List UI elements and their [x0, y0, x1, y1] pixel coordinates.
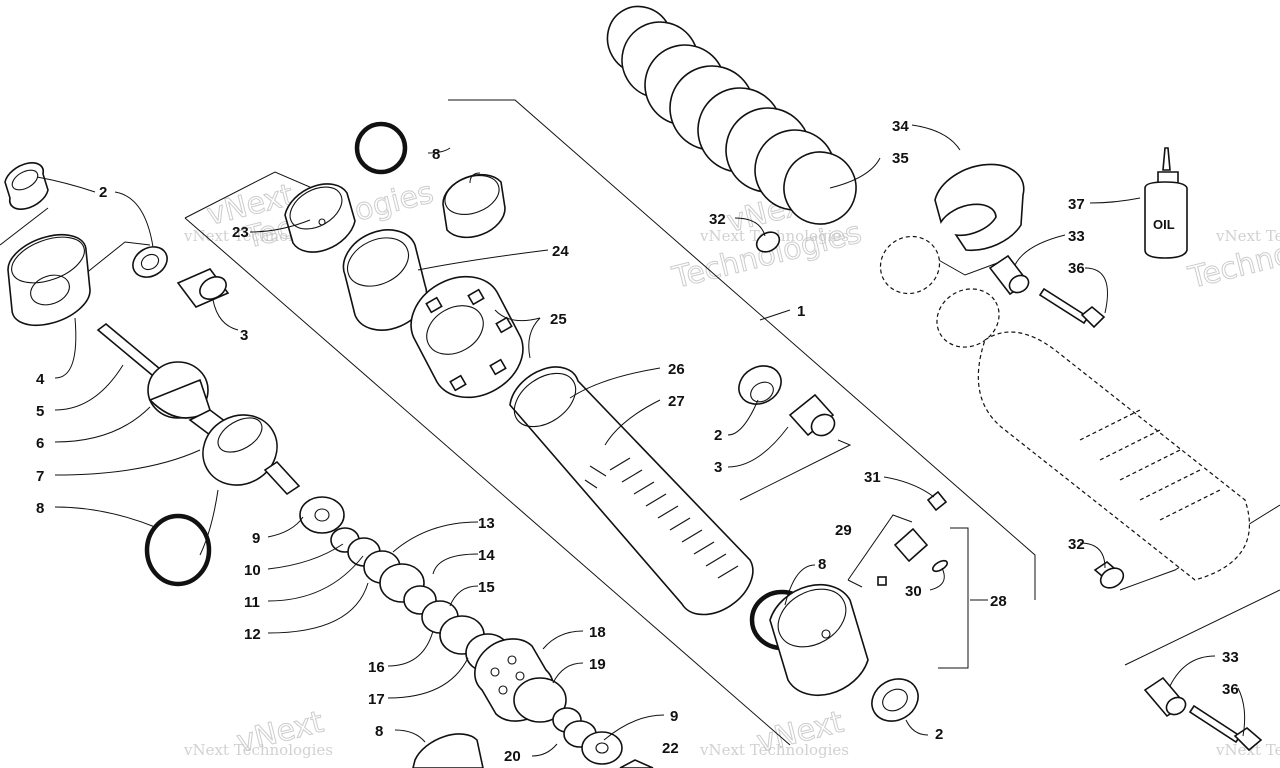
- callout-22: 22: [662, 740, 679, 757]
- callout-26: 26: [668, 361, 685, 378]
- ring-8-lower: [412, 733, 484, 768]
- seal-head-7: [202, 414, 301, 496]
- callout-9: 9: [252, 530, 260, 547]
- sleeve-24: [342, 229, 428, 331]
- callout-33-top: 33: [1068, 228, 1085, 245]
- spring-retainer-35: [934, 163, 1025, 252]
- bushing-top-left: [4, 162, 49, 210]
- callout-15: 15: [478, 579, 495, 596]
- bushing-2-mid: [738, 365, 782, 405]
- callout-10: 10: [244, 562, 261, 579]
- ghost-reservoir-assembly: [879, 235, 1250, 581]
- bolt-34-top: [1038, 287, 1106, 329]
- bushing-32-right: [1093, 560, 1125, 589]
- shim-stack-lower: [513, 677, 654, 768]
- callout-30: 30: [905, 583, 922, 600]
- callout-35: 34: [892, 118, 909, 135]
- callout-12: 12: [244, 626, 261, 643]
- oil-bottle-37: OIL: [1144, 147, 1188, 259]
- callout-34-bottom: 36: [1222, 681, 1239, 698]
- watermark-text: vNext Technologies: [1215, 227, 1280, 245]
- spacer-3-mid: [788, 393, 836, 437]
- callout-23: 23: [232, 224, 249, 241]
- callout-6: 6: [36, 435, 44, 452]
- spring-adjuster-nut-25: [410, 275, 524, 399]
- callout-numbers: 2 3 4 5 6 7 8 9 10 11 12 13 14 15 16 17 …: [36, 118, 1239, 765]
- callout-14: 14: [478, 547, 495, 564]
- bushing-small-2: [132, 246, 168, 278]
- end-eyelet-housing: [769, 583, 869, 697]
- callout-31: 31: [864, 469, 881, 486]
- coil-spring-36: [606, 5, 857, 225]
- o-ring-8-top: [354, 121, 408, 175]
- bushing-32-top: [755, 231, 781, 253]
- oil-label: OIL: [1153, 217, 1175, 232]
- bolt-34-bottom: [1188, 704, 1263, 752]
- bushing-2-bottom: [871, 678, 919, 722]
- valve-body-29: [877, 527, 929, 586]
- callout-33-bottom: 33: [1222, 649, 1239, 666]
- callout-9-lower: 9: [670, 708, 678, 725]
- guide-ring-8: [442, 173, 506, 239]
- callout-25: 25: [550, 311, 567, 328]
- reservoir-cap-23: [284, 183, 356, 253]
- callout-11: 11: [244, 594, 260, 611]
- callout-19: 19: [589, 656, 606, 673]
- callout-27: 27: [668, 393, 685, 410]
- spacer-3: [176, 268, 230, 308]
- callout-8-top: 8: [432, 146, 440, 163]
- leader-lines: [36, 124, 1246, 757]
- o-ring-30: [931, 559, 949, 573]
- callout-2-bottom: 2: [935, 726, 943, 743]
- watermark-text: vNext Technologies: [1215, 741, 1280, 759]
- callout-32-right: 32: [1068, 536, 1085, 553]
- watermark-text: vNext Technologies: [183, 741, 333, 759]
- callout-2: 2: [99, 184, 107, 201]
- callout-18: 18: [589, 624, 606, 641]
- callout-17: 17: [368, 691, 385, 708]
- callout-20: 20: [504, 748, 521, 765]
- callout-8-lower: 8: [375, 723, 383, 740]
- shock-body-26-27: [509, 366, 754, 616]
- callout-37: 37: [1068, 196, 1085, 213]
- callout-16: 16: [368, 659, 385, 676]
- callout-32-top: 32: [709, 211, 726, 228]
- o-ring-8-left: [144, 513, 212, 587]
- callout-8-right: 8: [818, 556, 826, 573]
- callout-13: 13: [478, 515, 495, 532]
- watermark-text: vNext Technologies: [699, 741, 849, 759]
- callout-7: 7: [36, 468, 44, 485]
- callout-5: 5: [36, 403, 44, 420]
- callout-24: 24: [552, 243, 569, 260]
- spacer-33-top: [988, 254, 1030, 296]
- callout-36: 35: [892, 150, 909, 167]
- callout-8-left: 8: [36, 500, 44, 517]
- eyelet-housing: [7, 233, 91, 327]
- callout-3: 3: [240, 327, 248, 344]
- spacer-33-bottom: [1143, 676, 1187, 718]
- callout-4: 4: [36, 371, 45, 388]
- callout-29: 29: [835, 522, 852, 539]
- callout-34-top: 36: [1068, 260, 1085, 277]
- callout-1: 1: [797, 303, 805, 320]
- callout-2-mid: 2: [714, 427, 722, 444]
- callout-3-mid: 3: [714, 459, 722, 476]
- callout-28: 28: [990, 593, 1007, 610]
